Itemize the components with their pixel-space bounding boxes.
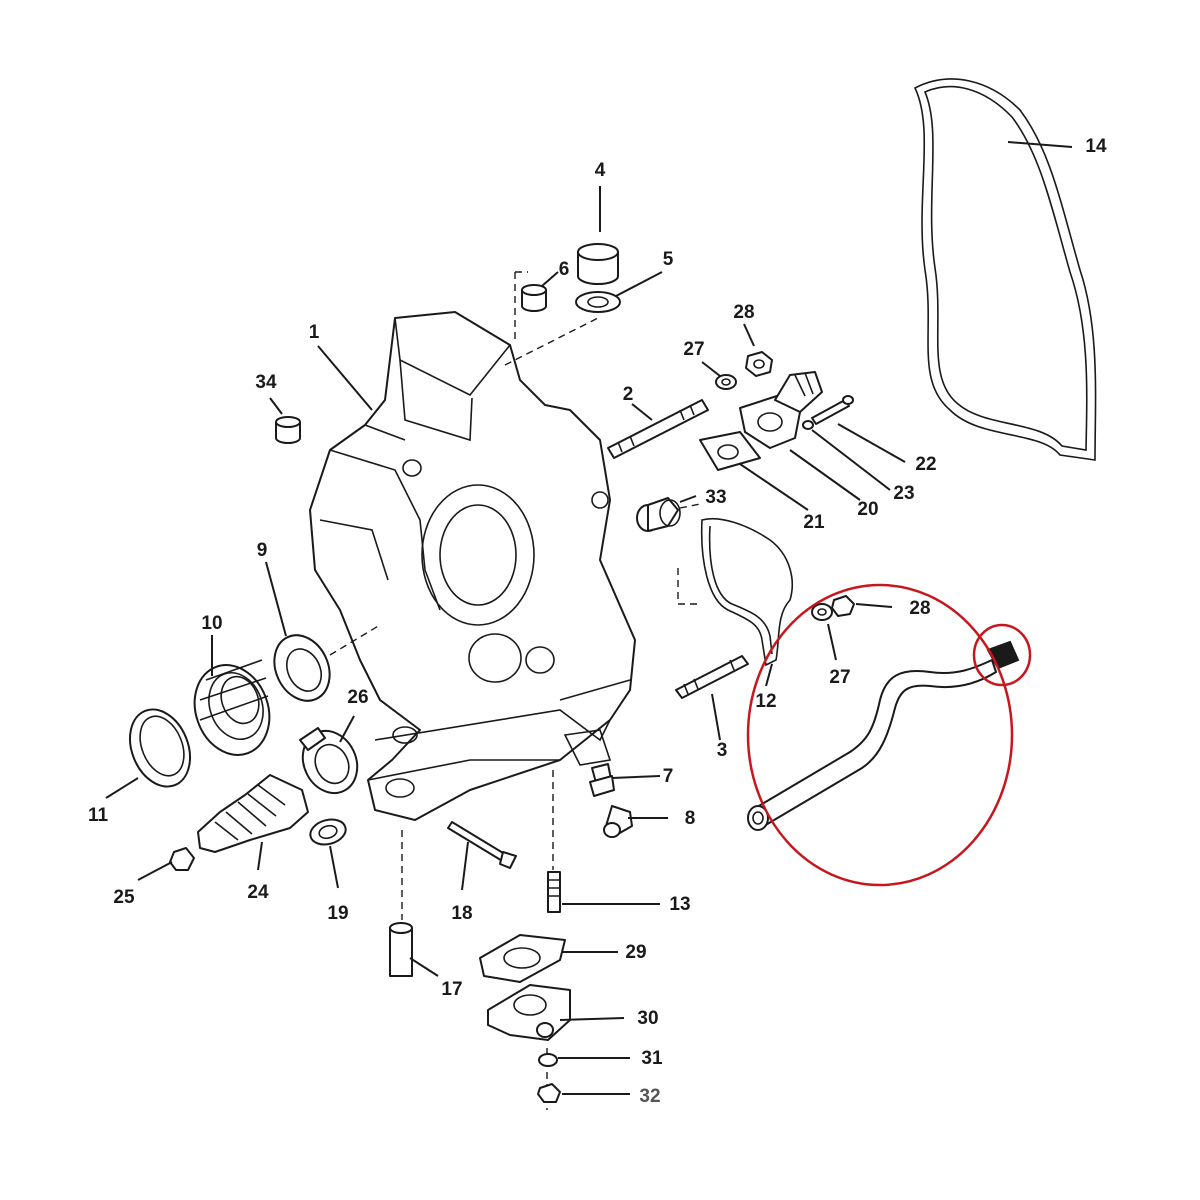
callout-29: 29 [625,942,646,963]
callout-34: 34 [255,372,277,393]
dashed-guide-4-5 [504,317,599,366]
callout-32: 32 [639,1086,660,1107]
dashed-guide-12 [677,568,702,605]
part-3-stud [675,655,749,699]
callout-10: 10 [201,613,222,634]
part-21-gasket [699,431,761,471]
part-20-fitting [739,371,823,449]
part-18-screw [447,821,517,869]
leader-lines [105,141,1073,1095]
part-7-fitting [589,763,615,797]
part-14-gasket [913,78,1097,461]
callout-12: 12 [755,691,776,712]
part-22-screw [811,395,854,425]
callout-13: 13 [669,894,690,915]
callout-22: 22 [915,454,936,475]
part-19-washer [309,818,347,846]
part-28-nut-top [745,351,773,377]
part-27-washer-top [715,374,737,390]
callout-27-inset: 27 [829,667,850,688]
part-32-nut [537,1083,561,1103]
callout-labels: 4 5 6 1 34 2 27 28 14 22 23 20 21 33 9 1… [88,136,1107,1107]
callout-8: 8 [685,808,696,829]
callout-11: 11 [88,805,109,826]
callout-27-top: 27 [683,339,704,360]
part-30-cover [487,984,571,1041]
part-33-bushing [636,497,681,532]
callout-14: 14 [1085,136,1107,157]
highlight-circle-large [746,583,1014,887]
highlight-circle-small [972,623,1032,687]
callout-4: 4 [595,160,606,181]
callout-2: 2 [623,384,634,405]
callout-30: 30 [637,1008,658,1029]
callout-17: 17 [441,979,462,1000]
callout-33: 33 [705,487,726,508]
part-11-ring [129,708,191,788]
part-13-stud [547,871,561,913]
callout-26: 26 [347,687,368,708]
part-4-bushing [577,243,619,285]
callout-31: 31 [641,1048,663,1069]
part-27-washer-inset [811,603,833,621]
dashed-guide-9 [329,624,381,656]
part-24-bellows [197,774,309,853]
callout-6: 6 [559,259,570,280]
callout-21: 21 [803,512,825,533]
callout-9: 9 [257,540,268,561]
part-26-clamp [299,727,359,795]
callout-18: 18 [451,903,472,924]
part-28-nut-inset [831,595,855,617]
part-8-fitting [603,805,633,838]
part-6-cap [521,284,547,312]
part-17-pin [389,922,413,977]
part-1-housing [309,311,636,821]
callout-23: 23 [893,483,914,504]
part-25-nut [169,847,195,871]
part-31-washer [538,1053,558,1067]
part-2-stud [607,399,709,459]
callout-24: 24 [247,882,269,903]
part-10-bearing [193,659,271,756]
callout-20: 20 [857,499,878,520]
dashed-guide-33 [679,503,701,509]
part-12-gasket [700,517,793,667]
callout-19: 19 [327,903,348,924]
callout-28-inset: 28 [909,598,930,619]
inset-hose [747,595,997,831]
callout-5: 5 [663,249,674,270]
part-5-seal [575,291,621,313]
part-9-seal [273,634,331,702]
callout-7: 7 [663,766,674,787]
part-29-gasket [479,934,566,983]
callout-3: 3 [717,740,728,761]
part-23-washer [802,420,814,430]
callout-28-top: 28 [733,302,754,323]
callout-25: 25 [113,887,135,908]
part-34-plug [275,416,301,444]
callout-1: 1 [309,322,320,343]
dashed-guide-6 [514,271,528,340]
